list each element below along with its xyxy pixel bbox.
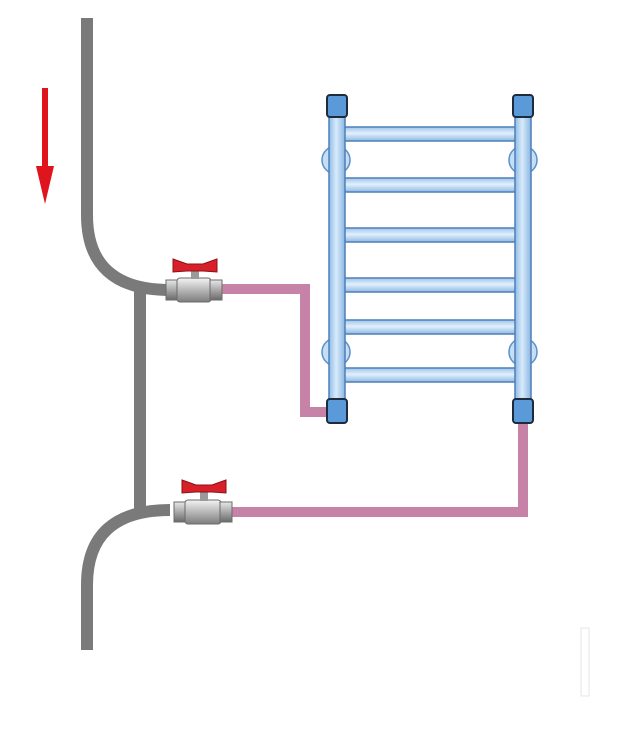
rail-crossbar xyxy=(337,126,523,142)
rail-crossbar xyxy=(337,277,523,293)
valve-handle xyxy=(172,258,218,273)
rail-crossbar xyxy=(337,227,523,243)
valve-handle xyxy=(181,479,227,494)
rail-cap xyxy=(326,398,348,424)
flow-direction-arrow xyxy=(36,88,54,204)
rail-post-right xyxy=(514,111,532,403)
rail-cap xyxy=(512,94,534,118)
rail-posts xyxy=(328,111,532,403)
upper-ball-valve xyxy=(165,258,223,303)
riser-pipe xyxy=(81,18,171,650)
return-pipe xyxy=(232,420,528,517)
rail-caps xyxy=(326,94,534,424)
rail-cap xyxy=(512,398,534,424)
rail-crossbar xyxy=(337,367,523,383)
rail-crossbar xyxy=(337,177,523,193)
rail-post-left xyxy=(328,111,346,403)
towel-rail xyxy=(321,94,538,424)
lower-ball-valve xyxy=(173,479,233,525)
rail-crossbars xyxy=(337,126,523,383)
rail-cap xyxy=(326,94,348,118)
rail-crossbar xyxy=(337,319,523,335)
supply-pipe xyxy=(222,284,334,417)
scan-artifact xyxy=(580,627,590,697)
